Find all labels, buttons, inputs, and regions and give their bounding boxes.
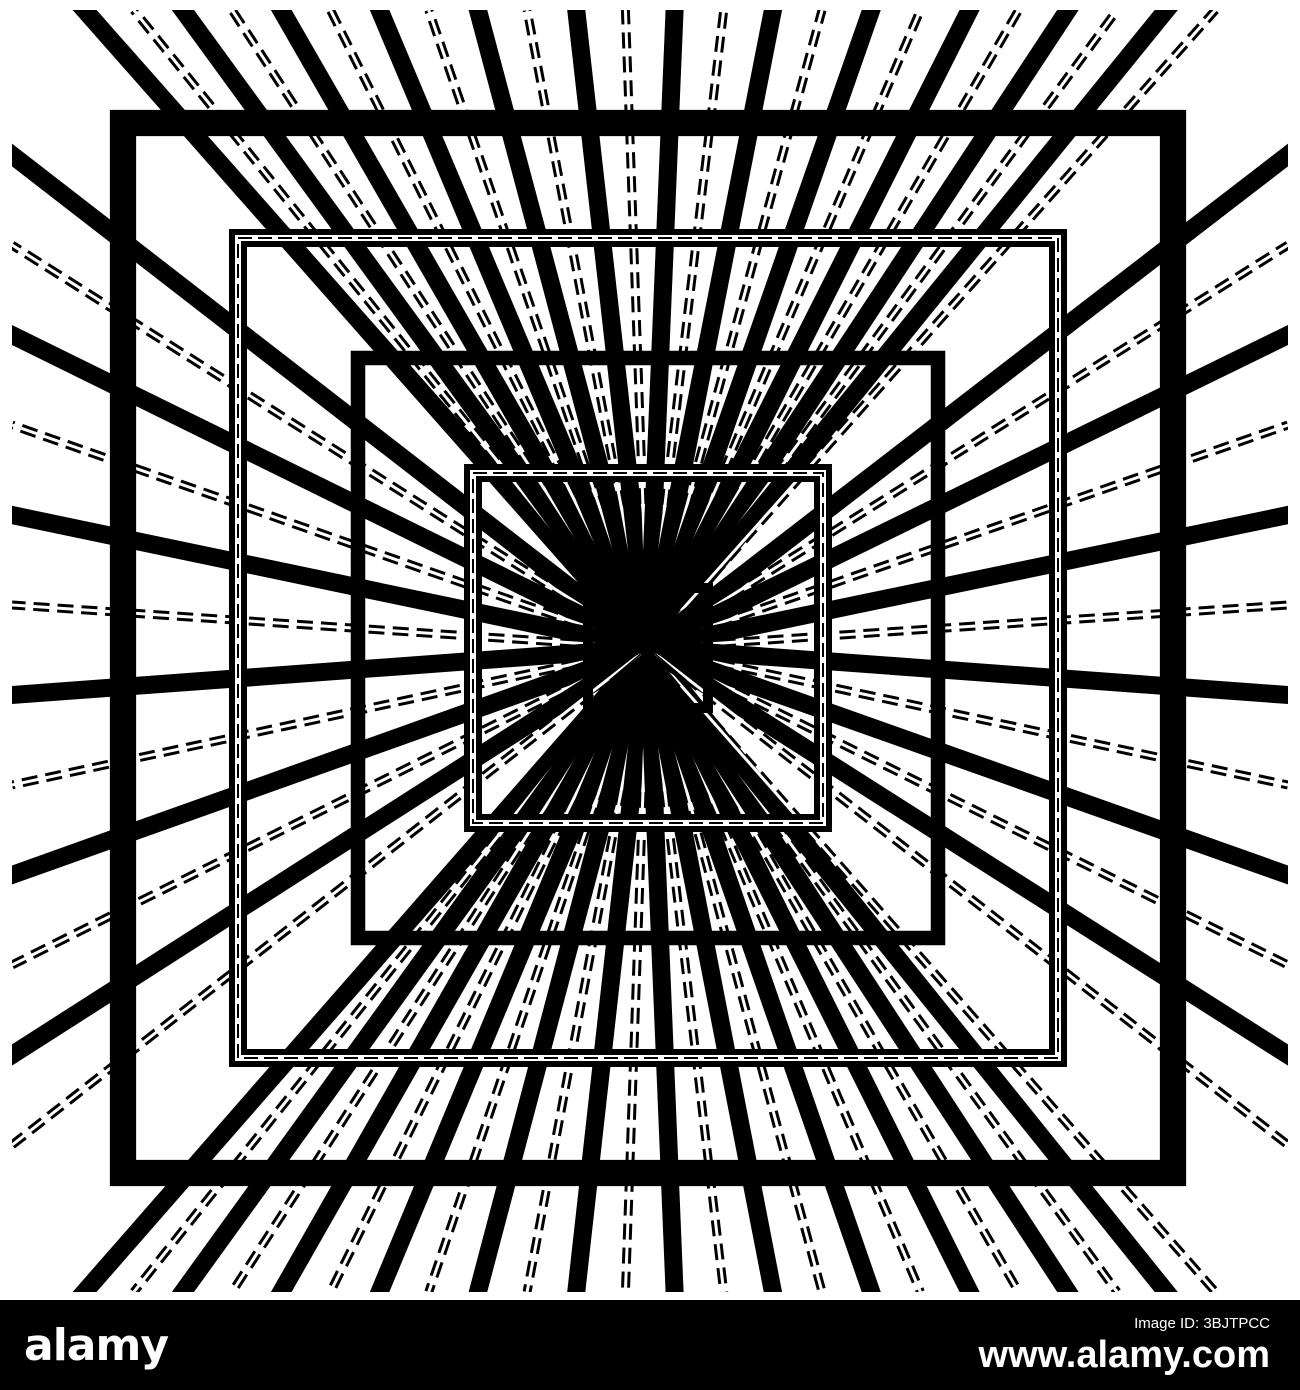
burst-line [647,647,698,658]
solid-ray [639,643,980,1292]
solid-ray [567,10,657,650]
solid-ray [369,644,657,1292]
burst-line [647,647,692,674]
footer-logo-text: alamy [24,1319,169,1371]
solid-ray [644,324,1288,657]
burst-line [630,600,649,649]
dashed-frame-center [472,472,824,824]
burst-line [638,598,649,649]
burst-line [647,609,681,649]
burst-line [615,609,649,649]
burst-line [647,604,674,649]
dashed-frame-center [237,237,1059,1059]
burst-line [600,647,649,666]
solid-ray [12,639,649,705]
burst-line [647,630,696,649]
burst-line [647,647,658,698]
solid-ray [468,645,657,1292]
burst-line [647,615,687,649]
solid-frame [583,583,713,713]
burst-line [647,647,681,687]
image-meta: Image ID: 3BJTPCC www.alamy.com [979,1314,1270,1376]
burst-line [600,630,649,649]
solid-ray [639,646,783,1292]
solid-ray [640,10,1079,653]
solid-ray [567,647,657,1292]
solid-ray [72,10,655,654]
burst-line [615,647,649,687]
solid-ray [644,639,1288,885]
burst-line [647,598,658,649]
burst-line [647,600,666,649]
footer-bar: alamy Image ID: 3BJTPCC www.alamy.com [0,1300,1300,1390]
solid-ray [647,639,1288,705]
solid-ray [468,10,657,651]
solid-frame [350,350,946,946]
solid-ray [643,640,1288,1066]
burst-line [647,638,698,649]
image-id-label: Image ID: 3BJTPCC [1134,1315,1270,1332]
solid-ray [639,10,881,651]
solid-ray [171,10,656,654]
burst-line [647,647,666,696]
burst-line [609,615,649,649]
solid-ray [639,10,783,650]
solid-ray [646,505,1288,657]
perspective-tunnel-artwork [12,10,1288,1292]
solid-ray [270,643,656,1292]
solid-frame [109,109,1187,1187]
solid-ray [642,143,1288,656]
solid-ray [369,10,657,652]
solid-ray [12,639,652,885]
burst-line [622,647,649,692]
solid-ray [639,10,980,653]
burst-line [598,638,649,649]
square-frames [109,109,1187,1187]
solid-ray [12,324,652,657]
burst-line [609,647,649,681]
burst-line [647,647,696,666]
burst-line [647,622,692,649]
solid-ray [12,640,653,1066]
solid-ray [12,143,654,656]
burst-line [647,647,674,692]
burst-line [622,604,649,649]
solid-ray [270,10,656,653]
solid-ray [641,10,1178,654]
burst-line [630,647,649,696]
burst-line [638,647,649,698]
solid-ray [640,643,1079,1292]
burst-line [604,647,649,674]
dashed-ray-inner [647,646,1288,1147]
image-url: www.alamy.com [978,1334,1270,1376]
solid-ray [640,642,1178,1292]
solid-ray [639,10,684,649]
solid-ray [12,505,650,657]
solid-ray [639,647,684,1292]
burst-line [598,647,649,658]
alamy-logo: alamy [24,1310,169,1380]
solid-ray [171,642,656,1292]
vanishing-burst [598,598,698,698]
solid-ray [639,645,881,1292]
burst-line [647,647,687,681]
burst-line [604,622,649,649]
artwork-canvas [12,10,1288,1292]
solid-ray [72,642,655,1292]
